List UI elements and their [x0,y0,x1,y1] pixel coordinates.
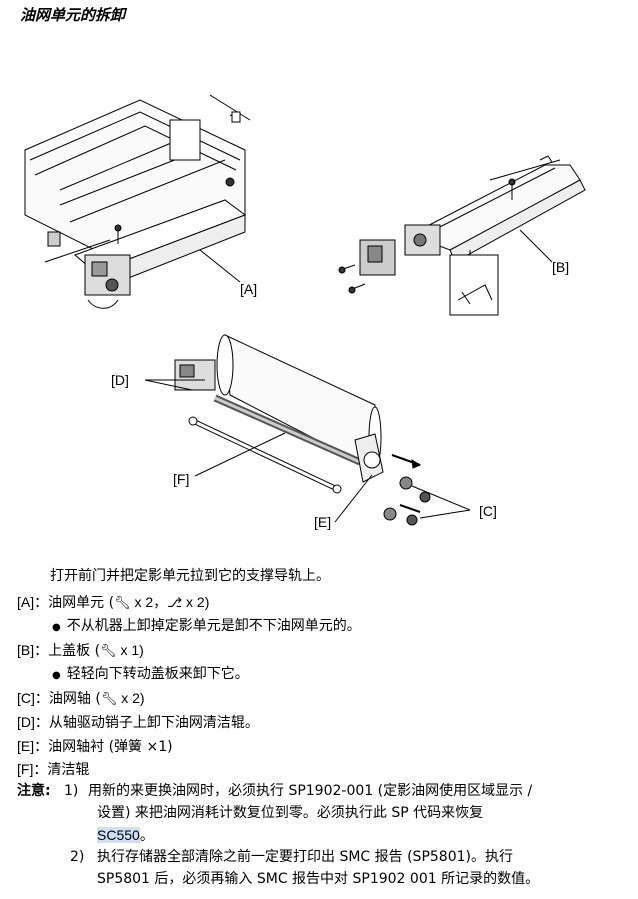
step-a-bullet: ● 不从机器上卸掉定影单元是卸不下油网单元的。 [52,616,361,638]
step-f-text: ：清洁辊 [33,762,90,778]
fusing-unit-drawing [24,94,251,309]
step-b-label: ：上盖板 ( [34,643,101,659]
note-1-number: 1) [64,783,79,799]
step-a-bullet-text: 不从机器上卸掉定影单元是卸不下油网单元的。 [66,618,361,634]
page-title: 油网单元的拆卸 [20,6,126,24]
step-d-text: ：从轴驱动销子上卸下油网清洁辊。 [34,715,259,731]
note-2-number: 2) [70,849,85,865]
bullet-dot-icon: ● [52,670,61,681]
callout-f: [F] [173,471,190,487]
step-e: [E]：油网轴衬 (弹簧 ×1) [17,736,173,757]
step-c-tag: [C] [17,690,35,706]
sc550-highlight: SC550 [97,827,140,843]
disassembly-illustration [24,94,586,526]
note-2-line-1: 执行存储器全部清除之前一定要打印出 SMC 报告 (SP5801)。执行 [97,849,513,865]
step-a-connector-count: x 2) [182,594,210,610]
step-c-label: ：油网轴 ( [34,691,101,707]
note-2-line-2: SP5801 后，必须再输入 SMC 报告中对 SP1902 001 所记录的数… [97,871,540,887]
step-c: [C]：油网轴 (🔧︎ x 2) [17,688,145,710]
note-label: 注意: [17,783,51,799]
connector-icon: ⎇ [167,596,183,611]
step-b-bullet: ● 轻轻向下转动盖板来卸下它。 [52,664,249,686]
callout-a: [A] [240,281,258,297]
step-a: [A]：油网单元 (🔧︎ x 2，⎇ x 2) [17,592,209,614]
screwdriver-icon: 🔧︎ [100,644,117,659]
step-b-bullet-text: 轻轻向下转动盖板来卸下它。 [66,666,249,682]
note-1-line-3-end: 。 [139,828,154,844]
step-b: [B]：上盖板 (🔧︎ x 1) [17,640,144,662]
step-f-tag: [F] [17,761,34,777]
note-1-line-2: 设置) 来把油网消耗计数复位到零。必须执行此 SP 代码来恢复 [97,805,484,821]
callout-b: [B] [552,259,570,275]
intro-text: 打开前门并把定影单元拉到它的支撑导轨上。 [50,568,330,584]
step-e-tag: [E] [17,738,35,754]
screwdriver-icon: 🔧︎ [100,692,118,707]
note-1-line-1: 用新的来更换油网时，必须执行 SP1902-001 (定影油网使用区域显示 / [88,783,533,799]
step-f: [F]：清洁辊 [17,759,89,780]
step-d-tag: [D] [17,714,35,730]
callout-c: [C] [479,503,497,519]
step-a-tag: [A] [17,594,35,610]
note-1-line-3: SC550。 [97,825,154,846]
step-c-screw-count: x 2) [117,690,145,706]
screwdriver-icon: 🔧︎ [114,596,131,611]
oil-web-drawing [144,334,471,526]
callout-d: [D] [111,372,129,388]
step-e-text: ：油网轴衬 (弹簧 ×1) [34,739,173,755]
upper-cover-drawing [338,155,586,316]
bullet-dot-icon: ● [52,622,61,633]
step-a-screw-count: x 2， [130,594,168,610]
step-b-tag: [B] [17,642,35,658]
step-d: [D]：从轴驱动销子上卸下油网清洁辊。 [17,712,259,733]
step-a-label: ：油网单元 ( [34,595,115,611]
step-b-screw-count: x 1) [116,642,144,658]
callout-e: [E] [314,514,332,530]
